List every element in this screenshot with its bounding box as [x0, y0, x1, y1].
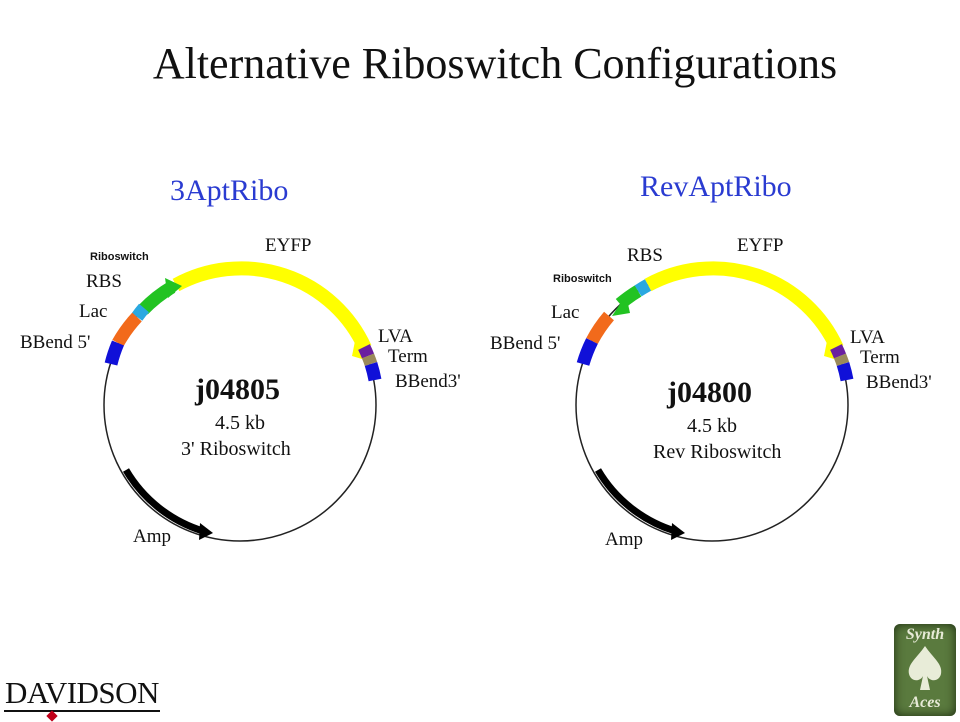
- spade-icon: [908, 646, 942, 690]
- davidson-logo-text: DAVIDSON: [4, 675, 160, 712]
- plasmid-subtitle-left: 3AptRibo: [170, 174, 289, 207]
- lva-segment-right: [830, 344, 847, 359]
- term-segment-left: [361, 353, 378, 367]
- amp-segment-right: [594, 468, 677, 535]
- slide-title: Alternative Riboswitch Configurations: [152, 39, 838, 88]
- amp-arrowhead-right: [671, 523, 685, 540]
- lac-segment-right: [586, 311, 615, 345]
- plasmid-name-left: j04805: [194, 373, 280, 406]
- label-eyfp-right: EYFP: [737, 235, 783, 256]
- bbend3-segment-left: [364, 362, 382, 382]
- label-bbend3-left: BBend3': [395, 371, 461, 392]
- eyfp-segment-right: [644, 261, 844, 351]
- synth-aces-badge: Synth Aces: [894, 624, 956, 716]
- label-rbs-left: RBS: [86, 271, 122, 292]
- rbs-segment-left: [131, 303, 149, 321]
- bbend3-segment-right: [836, 362, 854, 382]
- label-eyfp-left: EYFP: [265, 235, 311, 256]
- plasmid-size-left: 4.5 kb: [215, 412, 265, 434]
- plasmid-subtitle-right: RevAptRibo: [640, 170, 792, 203]
- label-bbend5-left: BBend 5': [20, 332, 90, 353]
- label-bbend5-right: BBend 5': [490, 333, 560, 354]
- label-rbs-right: RBS: [627, 245, 663, 266]
- badge-bottom-text: Aces: [909, 694, 941, 711]
- label-lac-right: Lac: [551, 302, 579, 323]
- label-lva-right: LVA: [850, 327, 885, 348]
- plasmid-description-right: Rev Riboswitch: [653, 441, 781, 463]
- riboswitch-arrowhead-left: [165, 278, 182, 298]
- label-lac-left: Lac: [79, 301, 107, 322]
- rbs-segment-right: [634, 279, 652, 297]
- amp-segment-left: [122, 468, 205, 535]
- label-term-right: Term: [860, 347, 900, 368]
- plasmid-map-left: EYFP Riboswitch RBS Lac BBend 5' LVA Ter…: [20, 235, 461, 547]
- label-riboswitch-right: Riboswitch: [553, 273, 612, 285]
- davidson-logo: DAVIDSON: [4, 674, 160, 722]
- label-riboswitch-left: Riboswitch: [90, 251, 149, 263]
- term-segment-right: [833, 353, 850, 367]
- bbend5-segment-left: [104, 340, 125, 366]
- plasmid-description-left: 3' Riboswitch: [181, 438, 291, 460]
- plasmid-map-right: EYFP Riboswitch RBS Lac BBend 5' LVA Ter…: [490, 235, 932, 550]
- lva-segment-left: [358, 344, 375, 359]
- label-amp-right: Amp: [605, 529, 643, 550]
- plasmid-size-right: 4.5 kb: [687, 415, 737, 437]
- label-term-left: Term: [388, 346, 428, 367]
- label-amp-left: Amp: [133, 526, 171, 547]
- label-bbend3-right: BBend3': [866, 372, 932, 393]
- riboswitch-arrowhead-right: [612, 295, 630, 316]
- plasmid-name-right: j04800: [666, 376, 752, 409]
- eyfp-segment-left: [172, 261, 372, 351]
- lac-segment-left: [112, 312, 142, 347]
- bbend5-segment-right: [576, 338, 598, 366]
- label-lva-left: LVA: [378, 326, 413, 347]
- badge-top-text: Synth: [905, 626, 945, 643]
- amp-arrowhead-left: [199, 523, 213, 540]
